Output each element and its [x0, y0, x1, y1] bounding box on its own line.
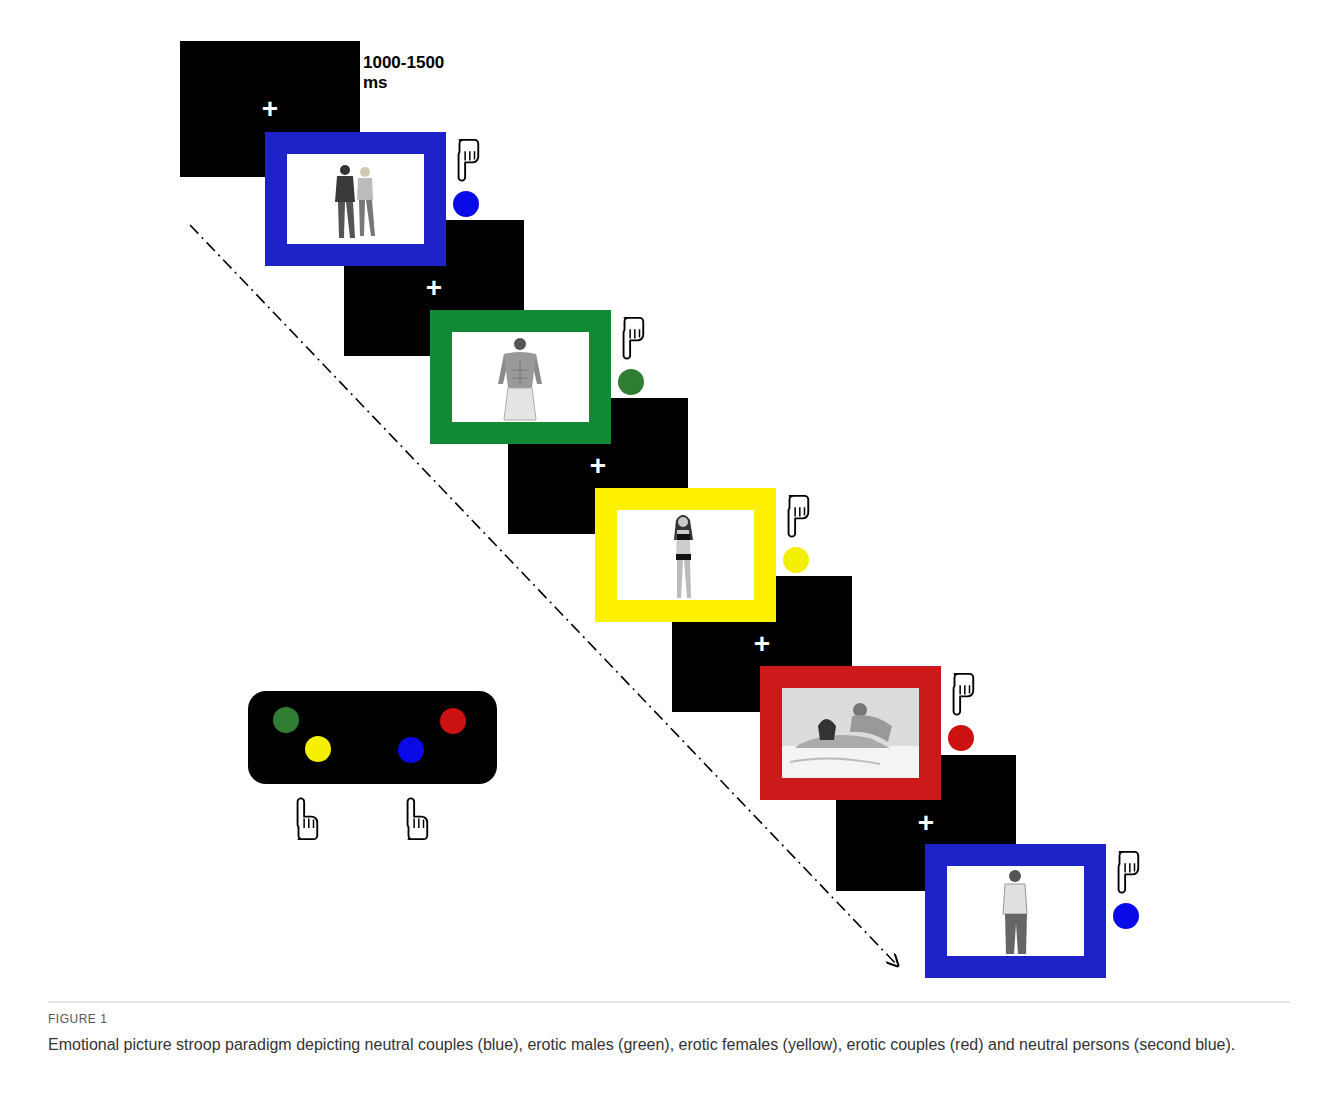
figure-number: FIGURE 1: [48, 1012, 107, 1026]
picture-frame: [677, 560, 691, 598]
response-box: [248, 691, 497, 784]
picture-frame: [795, 735, 890, 748]
figure-caption: Emotional picture stroop paradigm depict…: [48, 1034, 1293, 1056]
response-box: [273, 707, 299, 733]
picture-frame: [1009, 870, 1021, 882]
picture-frame: [790, 758, 880, 764]
response-box: [440, 708, 466, 734]
picture-frame: [430, 310, 611, 444]
fixation-cross: +: [754, 630, 770, 658]
fixation-screen: +: [344, 220, 524, 356]
picture-frame: [850, 715, 892, 742]
time-arrow: [190, 225, 898, 966]
picture-frame: [595, 488, 776, 622]
caption-rule: [48, 1002, 1290, 1003]
picture-frame: [452, 332, 589, 422]
picture-frame: [617, 510, 754, 600]
picture-frame: [513, 360, 527, 386]
picture-frame: [677, 534, 690, 540]
picture-frame: [265, 132, 446, 266]
response-marker: [459, 140, 479, 181]
response-marker: [453, 140, 1139, 929]
fixation-screen: +: [836, 755, 1016, 891]
response-box: [408, 798, 428, 839]
picture-frame: [1003, 884, 1027, 914]
picture-frame: [360, 167, 370, 177]
picture-frame: [265, 132, 446, 266]
response-marker: [618, 369, 644, 395]
fixation-screen: +: [672, 576, 852, 712]
picture-frame: [925, 844, 1106, 978]
response-marker: [1119, 852, 1139, 893]
picture-frame: [678, 517, 688, 527]
picture-frame: [947, 866, 1084, 956]
picture-frame: [818, 719, 836, 740]
fixation-cross: +: [262, 95, 278, 123]
response-box: [398, 737, 424, 763]
picture-frame: [853, 703, 867, 717]
picture-frame: [338, 202, 355, 238]
response-box: [298, 798, 318, 839]
response-marker: [948, 725, 974, 751]
response-marker: [624, 318, 644, 359]
response-marker: [789, 496, 809, 537]
response-marker: [453, 191, 479, 217]
picture-frame: [782, 688, 919, 778]
picture-frame: [504, 388, 536, 420]
picture-frame: [514, 338, 526, 350]
fixation-cross: +: [590, 452, 606, 480]
picture-frame: [782, 746, 919, 778]
picture-frame: [430, 310, 611, 444]
response-box: [248, 691, 497, 839]
picture-frame: [357, 178, 373, 200]
picture-frame: [595, 488, 776, 622]
picture-frame: [504, 352, 536, 388]
picture-frame: [340, 165, 350, 175]
response-marker: [1113, 903, 1139, 929]
picture-frame: [335, 176, 355, 202]
picture-frame: [287, 154, 424, 244]
picture-frame: [676, 554, 691, 560]
fixation-screen: +1000-1500 ms: [180, 41, 360, 177]
picture-frame: [760, 666, 941, 800]
response-box: [305, 736, 331, 762]
picture-frame: [925, 844, 1106, 978]
timing-label: 1000-1500 ms: [363, 53, 445, 93]
picture-frame: [676, 530, 691, 560]
response-marker: [783, 547, 809, 573]
fixation-cross: +: [426, 274, 442, 302]
fixation-screen: +: [508, 398, 688, 534]
fixation-cross: +: [918, 809, 934, 837]
picture-frame: [359, 200, 375, 236]
response-marker: [954, 674, 974, 715]
picture-frame: [1005, 914, 1027, 954]
picture-frame: [760, 666, 941, 800]
